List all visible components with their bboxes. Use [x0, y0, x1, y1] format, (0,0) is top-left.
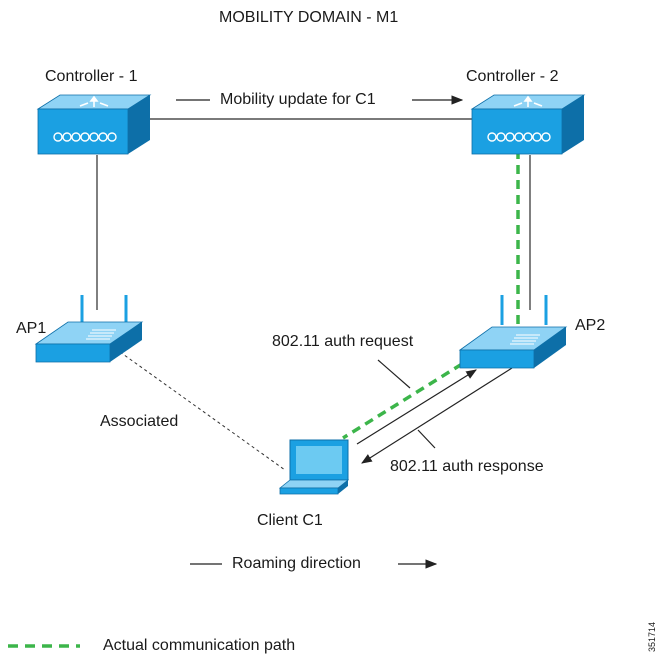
- diagram-title: MOBILITY DOMAIN - M1: [219, 9, 399, 26]
- mobility-update-label: Mobility update for C1: [220, 91, 376, 108]
- auth-request-label: 802.11 auth request: [272, 333, 414, 350]
- auth-response-label: 802.11 auth response: [390, 458, 544, 475]
- controller-2-label: Controller - 2: [466, 68, 559, 85]
- legend-label: Actual communication path: [103, 637, 296, 654]
- controller-1-icon: [36, 94, 152, 155]
- figure-id: 351714: [647, 621, 657, 652]
- auth-request-arrow: [377, 359, 411, 389]
- associated-line: [119, 351, 286, 471]
- ap1-label: AP1: [16, 320, 47, 337]
- auth-response-leader: [417, 429, 436, 449]
- ap2-icon: [458, 295, 568, 369]
- roaming-direction-label: Roaming direction: [232, 555, 361, 572]
- associated-label: Associated: [100, 413, 179, 430]
- ap2-label: AP2: [575, 317, 606, 334]
- client-label: Client C1: [257, 512, 323, 529]
- auth-request-arrow-segment: [356, 369, 477, 445]
- controller-2-icon: [470, 94, 586, 155]
- auth-response-arrow: [361, 367, 513, 464]
- client-laptop-icon: [278, 439, 350, 495]
- controller-1-label: Controller - 1: [45, 68, 138, 85]
- ap1-icon: [34, 295, 144, 363]
- actual-path-ap2-client: [342, 362, 463, 440]
